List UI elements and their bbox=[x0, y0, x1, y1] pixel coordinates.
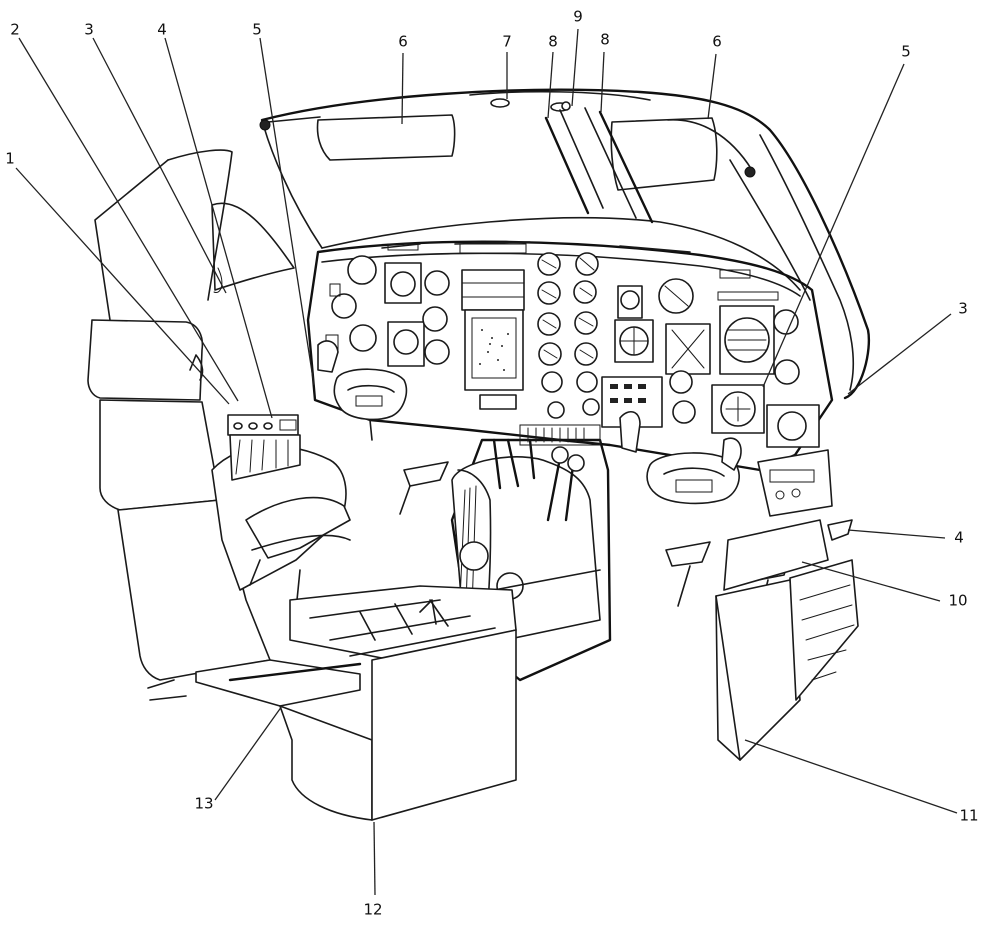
leader-5-left bbox=[259, 37, 315, 386]
callout-10: 10 bbox=[948, 591, 968, 610]
callout-4-left: 4 bbox=[157, 20, 167, 39]
leader-9 bbox=[571, 28, 579, 107]
leader-4-right bbox=[847, 529, 946, 539]
pilot-seat bbox=[87, 319, 351, 701]
pilot-yoke bbox=[317, 340, 408, 441]
windshield-center-posts bbox=[544, 101, 654, 224]
leader-2 bbox=[18, 37, 239, 402]
windshield-frame bbox=[260, 88, 870, 400]
leader-lines bbox=[15, 28, 958, 896]
instrument-panel bbox=[306, 240, 834, 472]
leader-8-left bbox=[547, 51, 554, 119]
leader-11 bbox=[744, 739, 958, 814]
callout-8-right: 8 bbox=[600, 30, 610, 49]
callout-5-left: 5 bbox=[252, 20, 262, 39]
callout-6-right: 6 bbox=[712, 32, 722, 51]
callout-3-right: 3 bbox=[958, 299, 968, 318]
map-case bbox=[195, 585, 517, 821]
leader-3-right bbox=[847, 313, 952, 395]
callout-3-left: 3 bbox=[84, 20, 94, 39]
callout-1: 1 bbox=[5, 149, 15, 168]
callout-7: 7 bbox=[502, 32, 512, 51]
callout-6-left: 6 bbox=[398, 32, 408, 51]
leader-10 bbox=[801, 561, 941, 602]
leader-4-left bbox=[164, 37, 273, 419]
callout-9: 9 bbox=[573, 7, 583, 26]
callout-8-left: 8 bbox=[548, 32, 558, 51]
leader-6-right bbox=[707, 53, 717, 120]
callout-2: 2 bbox=[10, 20, 20, 39]
copilot-yoke bbox=[619, 411, 742, 505]
callout-12: 12 bbox=[363, 900, 383, 919]
callout-13: 13 bbox=[194, 794, 214, 813]
leader-5-right bbox=[762, 63, 905, 388]
power-quadrant bbox=[450, 424, 612, 682]
callout-5-right: 5 bbox=[901, 42, 911, 61]
leader-8-right bbox=[600, 51, 605, 113]
leader-13 bbox=[214, 705, 283, 801]
callout-4-right: 4 bbox=[954, 528, 964, 547]
leader-6-left bbox=[401, 52, 404, 125]
leader-12 bbox=[373, 821, 376, 896]
callout-11: 11 bbox=[959, 806, 979, 825]
sun-visors bbox=[259, 114, 756, 191]
left-side-window bbox=[94, 149, 295, 321]
right-side-console bbox=[715, 449, 859, 761]
leader-3-left bbox=[92, 37, 227, 294]
leader-1 bbox=[15, 167, 230, 405]
